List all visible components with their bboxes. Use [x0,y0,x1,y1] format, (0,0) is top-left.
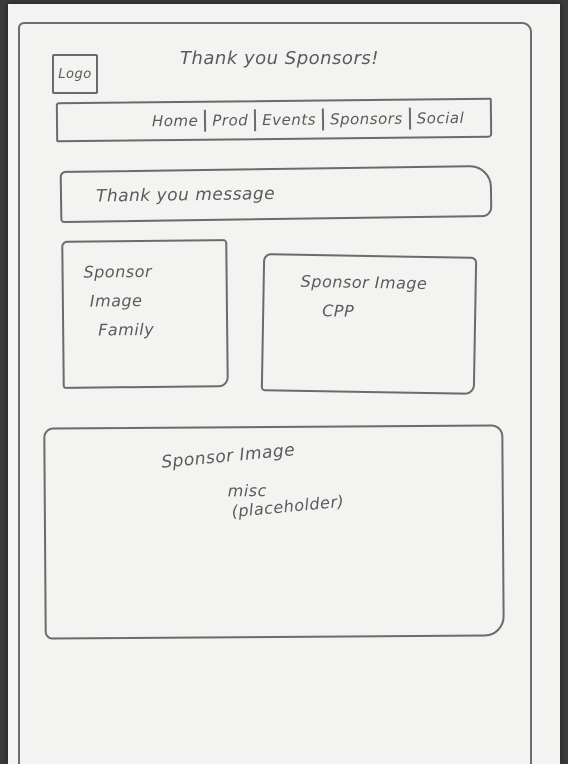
logo-label: Logo [58,66,92,82]
sponsor-card-category: CPP [322,300,355,321]
nav-item-home[interactable]: Home [151,111,199,131]
sponsor-card-line: Sponsor Image [160,440,296,473]
logo[interactable]: Logo [52,54,98,94]
nav-item-social[interactable]: Social [416,109,465,128]
nav-item-sponsors[interactable]: Sponsors [329,109,403,129]
nav-divider [254,109,257,132]
page-frame [18,22,532,764]
page-title: Thank you Sponsors! [180,48,379,69]
sponsor-card-cpp[interactable]: Sponsor Image CPP [260,253,478,395]
nav-divider [321,108,325,131]
paper-sheet [8,4,560,764]
thank-you-message: Thank you message [59,164,493,224]
thank-you-message-text: Thank you message [95,184,276,207]
sponsor-card-line: Image [89,290,143,311]
nav-divider [408,107,411,130]
sponsor-card-category: Family [98,319,155,340]
nav-item-events[interactable]: Events [262,110,317,130]
nav-item-prod[interactable]: Prod [212,111,249,130]
sponsor-card-line: Sponsor Image [300,271,428,294]
sponsor-card-line: Sponsor [83,261,153,282]
nav-divider [204,109,207,132]
nav-bar: Home Prod Events Sponsors Social [55,97,493,143]
sponsor-card-misc[interactable]: Sponsor Image misc (placeholder) [43,424,505,640]
sponsor-card-family[interactable]: Sponsor Image Family [61,239,229,389]
